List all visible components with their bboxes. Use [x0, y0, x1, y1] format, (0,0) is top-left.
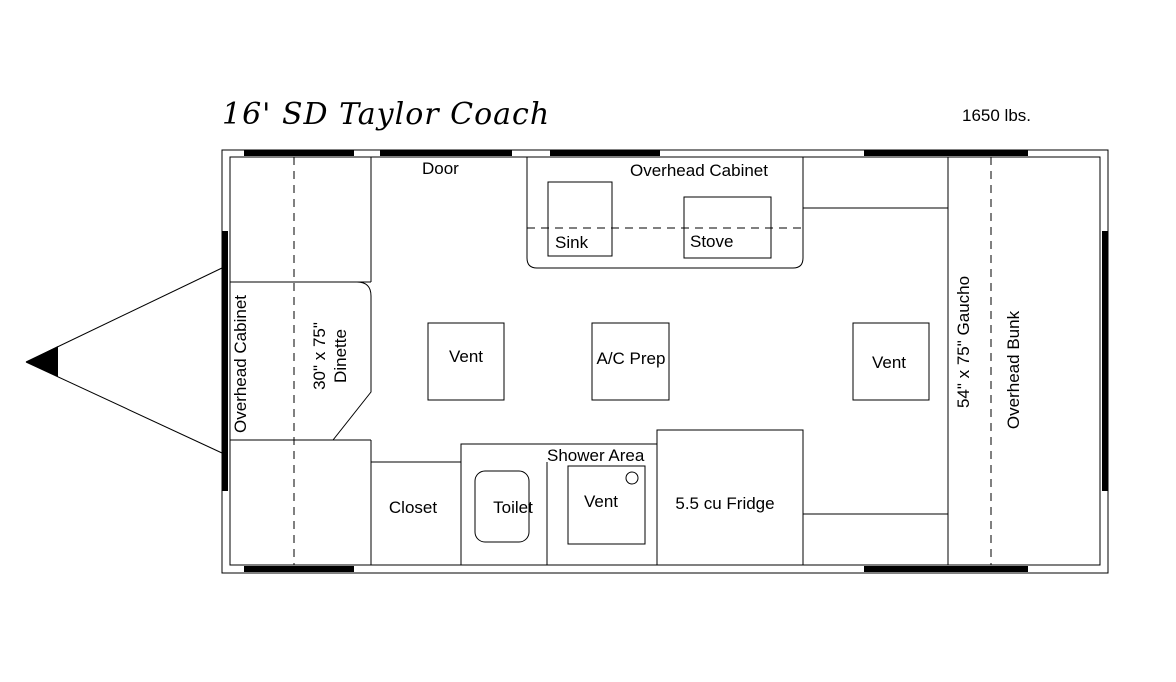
rear-bed-area	[947, 157, 992, 565]
overhead-cabinet-top-label: Overhead Cabinet	[630, 161, 768, 180]
vent-left-box	[427, 322, 505, 401]
door-label: Door	[422, 159, 459, 178]
dinette-label: Dinette	[331, 329, 350, 383]
shower-vent-box	[567, 465, 646, 545]
fridge-box	[656, 429, 804, 566]
ac-prep-box	[591, 322, 670, 401]
dinette-size-label: 30" x 75"	[310, 322, 329, 390]
gaucho-label: 54" x 75" Gaucho	[954, 276, 973, 408]
hitch-coupler-icon	[26, 346, 58, 377]
overhead-bunk-label: Overhead Bunk	[1004, 310, 1023, 429]
toilet-shape	[474, 470, 530, 543]
fridge-label: 5.5 cu Fridge	[675, 494, 774, 513]
vent-right-label: Vent	[872, 353, 906, 372]
vent-right-box	[852, 322, 930, 401]
window-marks	[222, 150, 1108, 572]
toilet-label: Toilet	[493, 498, 533, 517]
kitchen-counter	[526, 157, 948, 269]
sink-basin	[547, 181, 613, 257]
vent-left-label: Vent	[449, 347, 483, 366]
sink-label: Sink	[555, 233, 589, 252]
shower-vent-label: Vent	[584, 492, 618, 511]
shower-area-label: Shower Area	[547, 446, 645, 465]
stove-top	[683, 196, 772, 259]
hitch	[25, 267, 223, 454]
overhead-cabinet-left-label: Overhead Cabinet	[231, 295, 250, 433]
shower-drain-icon	[625, 471, 639, 485]
closet-label: Closet	[389, 498, 437, 517]
bottom-rooms	[370, 429, 948, 566]
ac-prep-label: A/C Prep	[597, 349, 666, 368]
weight-label: 1650 lbs.	[962, 106, 1031, 125]
plan-title: 16' SD Taylor Coach	[222, 97, 550, 132]
stove-label: Stove	[690, 232, 733, 251]
